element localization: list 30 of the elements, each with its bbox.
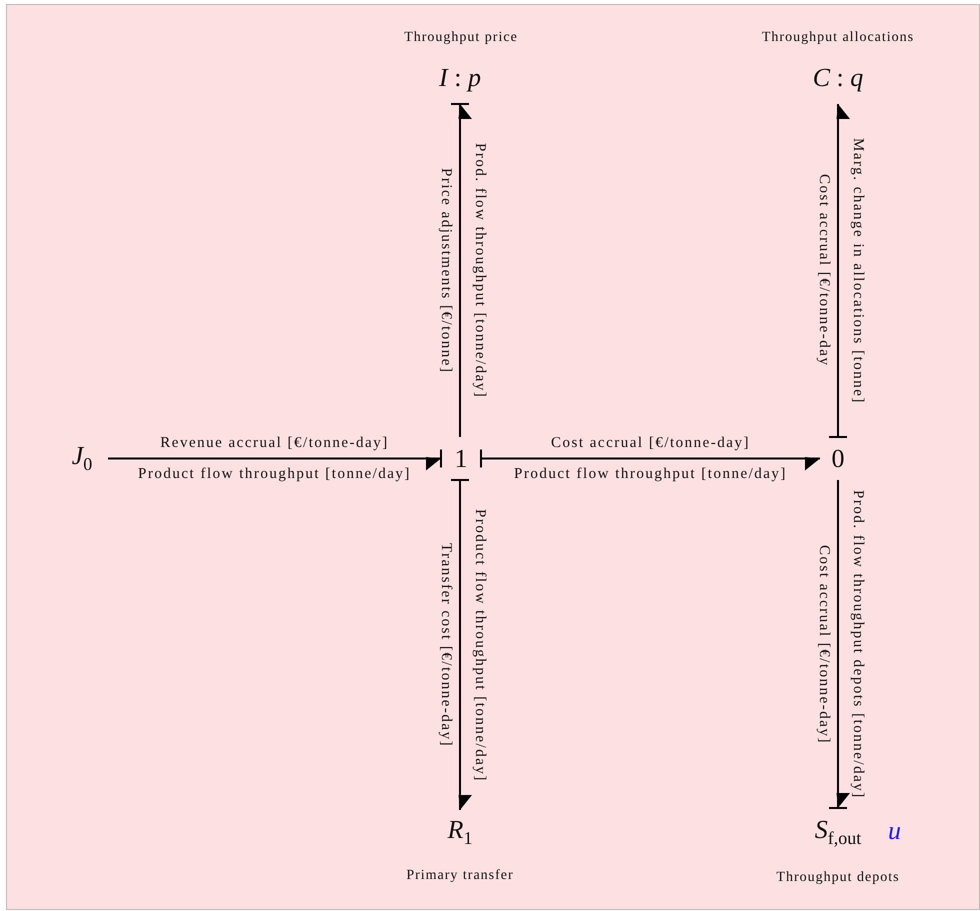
flow-label: Product flow throughput [tonne/day] [138, 466, 411, 482]
bond-element-label: I : p [430, 52, 490, 104]
bond-arrow [481, 457, 820, 470]
flow-label: Prod. flow throughput depots [tonne/day] [850, 490, 865, 798]
element-caption: Throughput price [404, 30, 518, 46]
junction-label: 1 [441, 437, 481, 480]
input-symbol: u [888, 818, 901, 844]
flow-label: Prod. flow throughput [tonne/day] [472, 142, 487, 398]
bond-arrow [836, 104, 850, 437]
effort-label: Cost accrual [€/tonne-day] [816, 544, 831, 744]
effort-label: Cost accrual [€/tonne-day [816, 174, 831, 367]
source-label: S$_{f,out}$ [796, 808, 880, 856]
element-caption: Throughput depots [776, 870, 900, 886]
source-label: J$_{0}$ [56, 440, 108, 476]
bond-element-label: C : q [806, 52, 870, 104]
effort-label: Cost accrual [€/tonne-day] [551, 436, 750, 450]
bond-arrow [458, 104, 472, 437]
effort-label: Revenue accrual [€/tonne-day] [160, 436, 389, 450]
effort-label: Transfer cost [€/tonne-day] [438, 542, 453, 748]
junction-label: 0 [820, 437, 856, 480]
flow-label: Marg. change in allocations [tonne] [850, 138, 865, 404]
element-caption: Primary transfer [406, 868, 514, 884]
element-caption: Throughput allocations [762, 30, 914, 46]
effort-label: Price adjustments [€/tonne] [438, 168, 453, 374]
bond-arrow [108, 457, 441, 470]
bond-arrow [836, 480, 850, 808]
bond-element-label: R$_{1}$ [435, 810, 485, 854]
flow-label: Product flow throughput [tonne/day] [472, 508, 487, 782]
bond-arrow [458, 480, 472, 810]
flow-label: Product flow throughput [tonne/day] [514, 466, 787, 482]
